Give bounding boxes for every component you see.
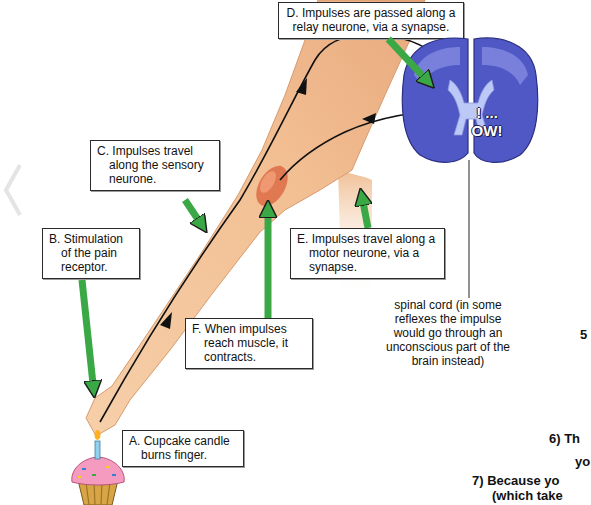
muscle-highlight (257, 169, 279, 196)
callout-arrow (388, 39, 424, 78)
callout-box: C. Impulses travel along the sensory neu… (90, 140, 220, 191)
impulse-arrowhead (160, 312, 172, 329)
cut-off-text: yo (575, 455, 590, 469)
callout-text: E. Impulses travel along a motor neurone… (309, 232, 439, 274)
callout-text: B. Stimulation of the pain receptor. (61, 232, 134, 274)
part-label: spinal cord (in some reflexes the impuls… (383, 298, 513, 368)
sprinkle (78, 476, 81, 478)
cord-highlight (414, 47, 528, 85)
impulse-arrowhead (296, 78, 307, 95)
cut-off-text: 5 (580, 328, 587, 342)
callout-arrow (363, 202, 368, 228)
callout-text: D. Impulses are passed along a relay neu… (283, 6, 459, 34)
callout-text: C. Impulses travel along the sensory neu… (109, 144, 214, 186)
callout-arrow (185, 200, 199, 221)
sprinkle (112, 474, 116, 476)
cut-off-text: (which take (492, 489, 563, 503)
cut-off-text: 6) Th (549, 432, 580, 446)
sprinkle (106, 466, 110, 468)
impulse-arrowhead (362, 113, 376, 124)
cut-off-text: 7) Because yo (472, 474, 559, 488)
exclamation-text: ! ... OW! (462, 104, 512, 140)
callout-text: A. Cupcake candle burns finger. (141, 434, 238, 462)
cupcake-frosting (72, 457, 124, 485)
callout-box: B. Stimulation of the pain receptor. (42, 228, 140, 279)
callout-arrow (265, 214, 272, 318)
callout-box: E. Impulses travel along a motor neurone… (290, 228, 445, 279)
candle (95, 441, 100, 459)
callout-box: F. When impulses reach muscle, it contra… (185, 318, 313, 369)
faint-chevron (6, 165, 20, 215)
callout-text: F. When impulses reach muscle, it contra… (204, 322, 307, 364)
callout-box: A. Cupcake candle burns finger. (122, 430, 244, 467)
leader-line (469, 160, 470, 298)
sprinkle (92, 474, 96, 476)
spinal-cord: ! ... OW! (400, 88, 540, 165)
arm (86, 0, 425, 436)
callout-arrow (82, 280, 93, 384)
muscle (250, 160, 295, 211)
spinal-cord-shape (400, 35, 540, 165)
sprinkle (82, 468, 86, 470)
candle-flame (95, 430, 101, 440)
process-box: D. Impulses are passed along a relay neu… (278, 2, 464, 39)
